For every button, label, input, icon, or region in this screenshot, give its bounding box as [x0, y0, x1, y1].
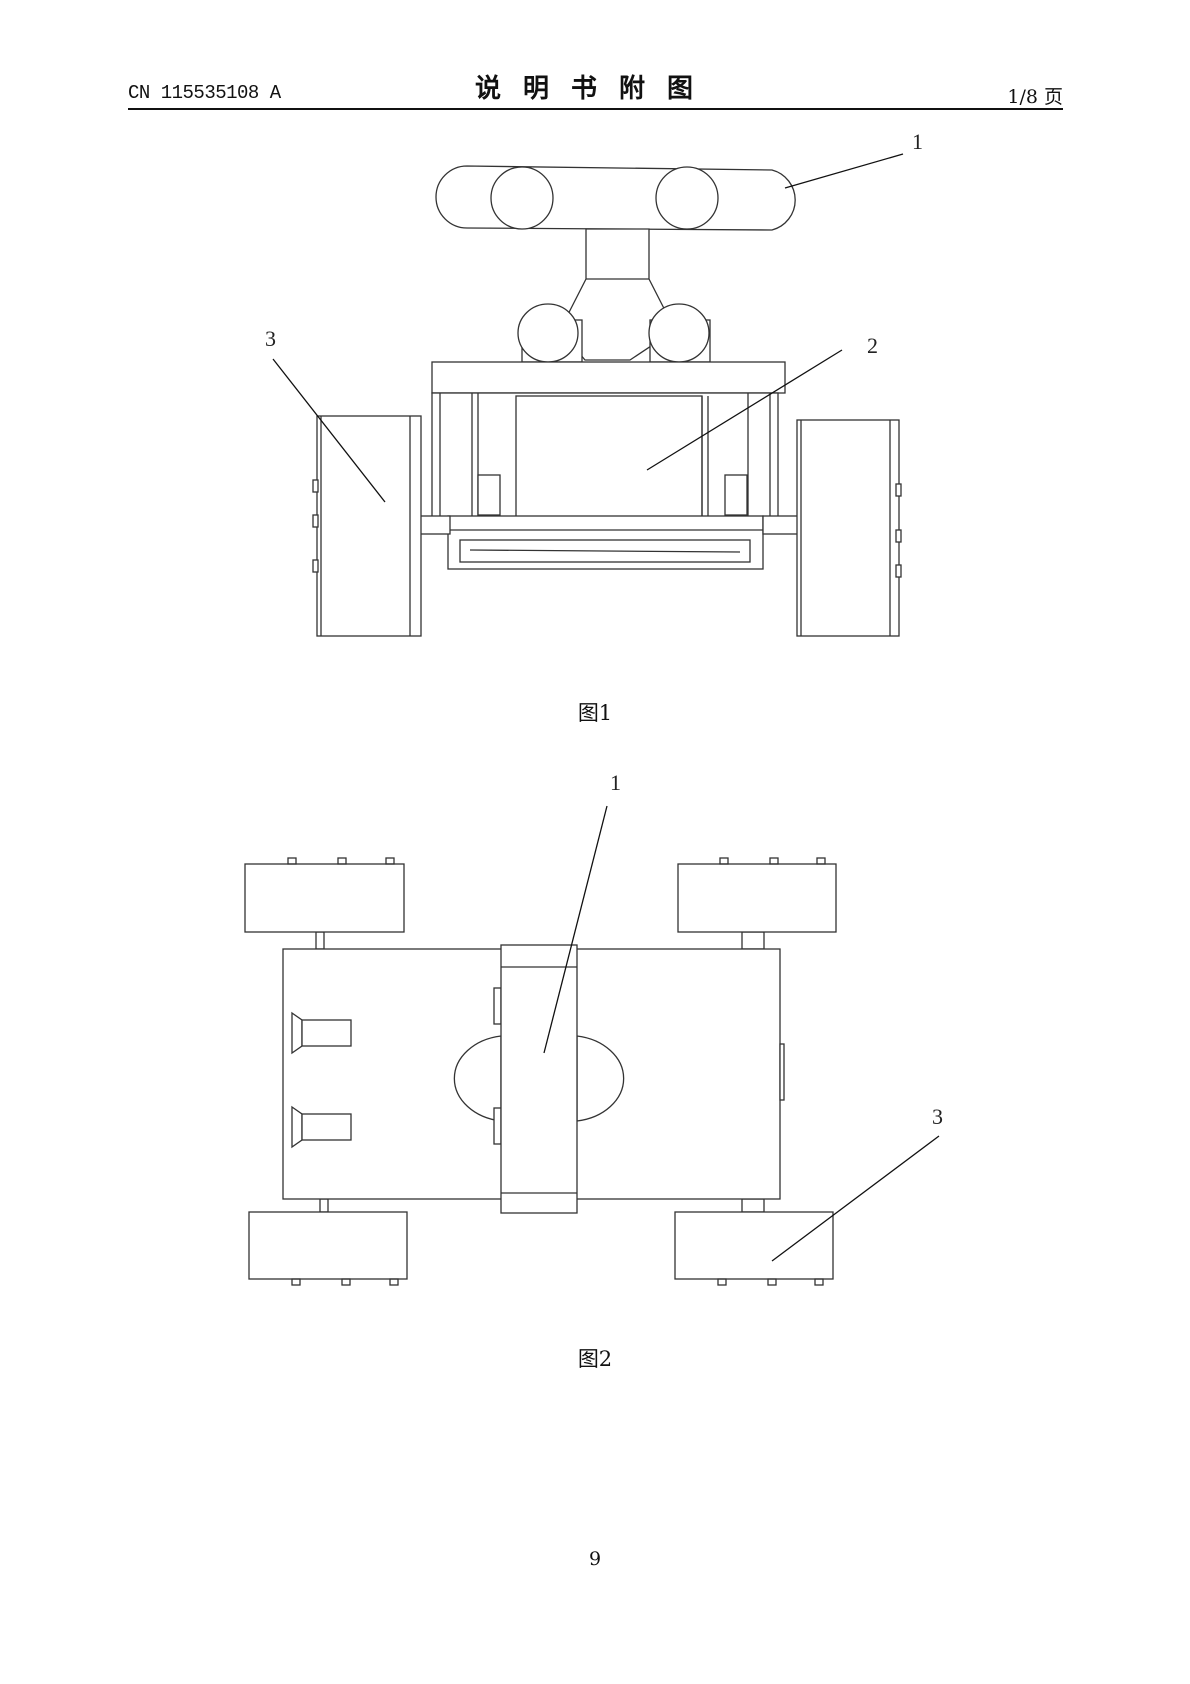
figure-1-drawing	[312, 165, 902, 637]
header-divider	[128, 108, 1063, 110]
fig1-label-2: 2	[867, 333, 878, 358]
figure-2-drawing	[244, 857, 837, 1286]
fig1-label-1: 1	[912, 129, 923, 154]
figure-1-leaders: 1 2 3	[265, 129, 923, 503]
figure-1-caption: 图1	[577, 701, 613, 725]
figure-2-leaders: 1 3	[543, 770, 943, 1262]
fig1-label-3: 3	[265, 326, 276, 351]
page-indicator: 1/8 页	[1007, 86, 1063, 108]
page-number: 9	[588, 1548, 602, 1570]
figure-2-caption: 图2	[577, 1347, 613, 1371]
document-number: CN 115535108 A	[128, 82, 281, 104]
fig2-label-3: 3	[932, 1104, 943, 1129]
page-title: 说明书附图	[474, 74, 715, 104]
fig2-label-1: 1	[610, 770, 621, 795]
